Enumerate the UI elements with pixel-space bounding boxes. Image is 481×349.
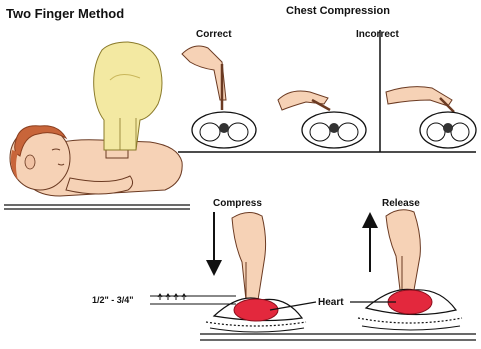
incorrect-panel-right: [386, 87, 476, 148]
depth-indicator: [150, 294, 236, 304]
release-illustration: [358, 210, 462, 330]
correct-panel: [182, 46, 256, 148]
compress-illustration: [206, 212, 306, 332]
incorrect-panel-middle: [278, 91, 366, 148]
gloved-hand: [94, 42, 162, 150]
bottom-panels: [200, 334, 476, 340]
infant-figure: [4, 126, 190, 209]
